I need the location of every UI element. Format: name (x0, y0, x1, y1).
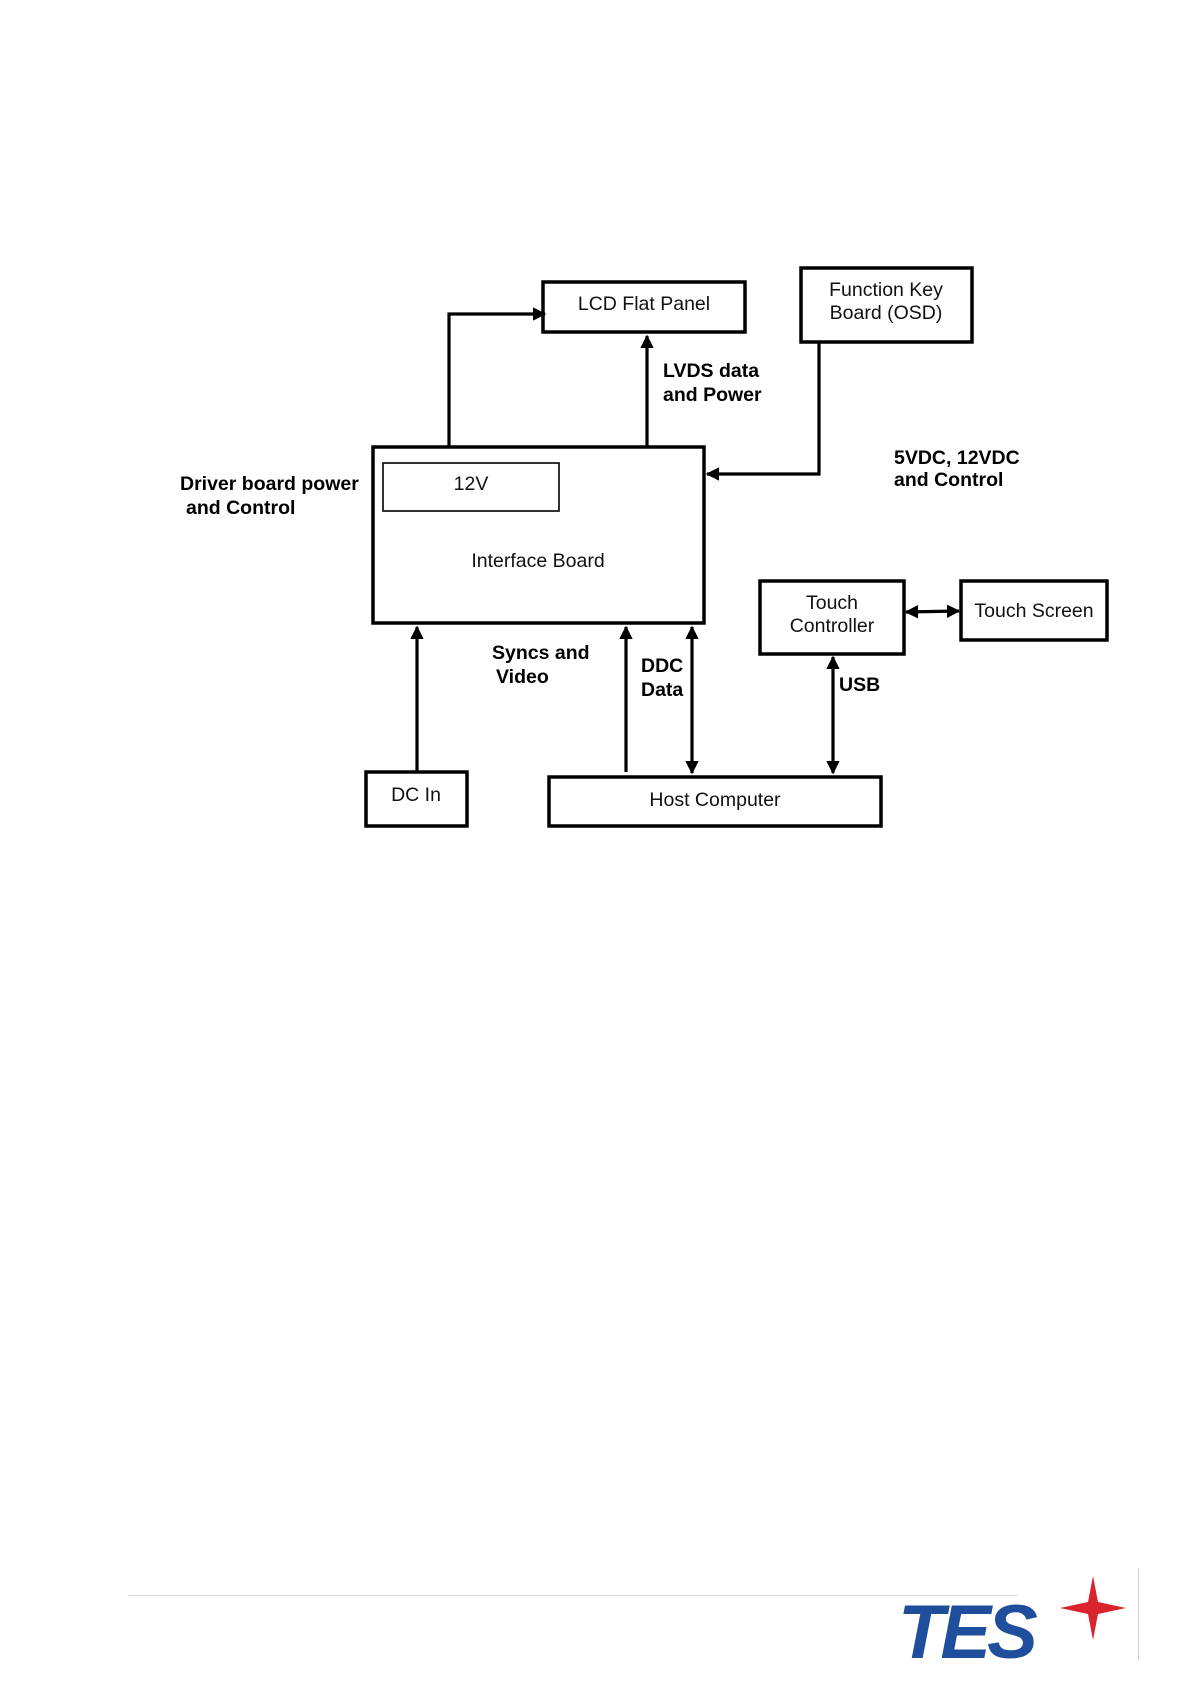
driver-board-power-label: Driver board power (180, 473, 359, 495)
footer-divider (128, 1595, 1018, 1596)
5vdc-12vdc-label: 5VDC, 12VDC (894, 447, 1020, 469)
and-control-label-left: and Control (186, 497, 295, 519)
function-key-label: Function Key (829, 279, 943, 301)
lcd-flat-panel-label: LCD Flat Panel (578, 293, 710, 315)
touch-screen-box: Touch Screen (961, 581, 1107, 640)
function-key-board-box: Function Key Board (OSD) (801, 268, 972, 342)
interface-to-lcd-arrow (449, 314, 545, 447)
star-icon (1060, 1576, 1126, 1640)
footer-vertical-divider (1138, 1568, 1139, 1660)
controller-label: Controller (790, 615, 875, 637)
dc-in-label: DC In (391, 784, 441, 806)
lvds-data-label: LVDS data (663, 360, 759, 382)
12v-box: 12V (383, 463, 559, 511)
touch-label: Touch (806, 592, 858, 614)
and-control-label-right: and Control (894, 469, 1003, 491)
tes-logo: TES (890, 1570, 1130, 1670)
ddc-label: DDC (641, 655, 683, 677)
touch-link-arrow (906, 611, 959, 612)
host-computer-label: Host Computer (649, 789, 781, 811)
touch-screen-label: Touch Screen (974, 600, 1093, 622)
tes-logo-text: TES (898, 1590, 1037, 1670)
usb-label: USB (839, 674, 880, 696)
syncs-and-label: Syncs and (492, 642, 590, 664)
dc-in-box: DC In (366, 772, 467, 826)
12v-label: 12V (454, 473, 489, 495)
and-power-label: and Power (663, 384, 762, 406)
interface-board-label: Interface Board (471, 550, 604, 572)
board-osd-label: Board (OSD) (830, 302, 943, 324)
host-computer-box: Host Computer (549, 777, 881, 826)
video-label: Video (496, 666, 549, 688)
lcd-flat-panel-box: LCD Flat Panel (543, 282, 745, 332)
touch-controller-box: Touch Controller (760, 581, 904, 654)
data-label: Data (641, 679, 683, 701)
